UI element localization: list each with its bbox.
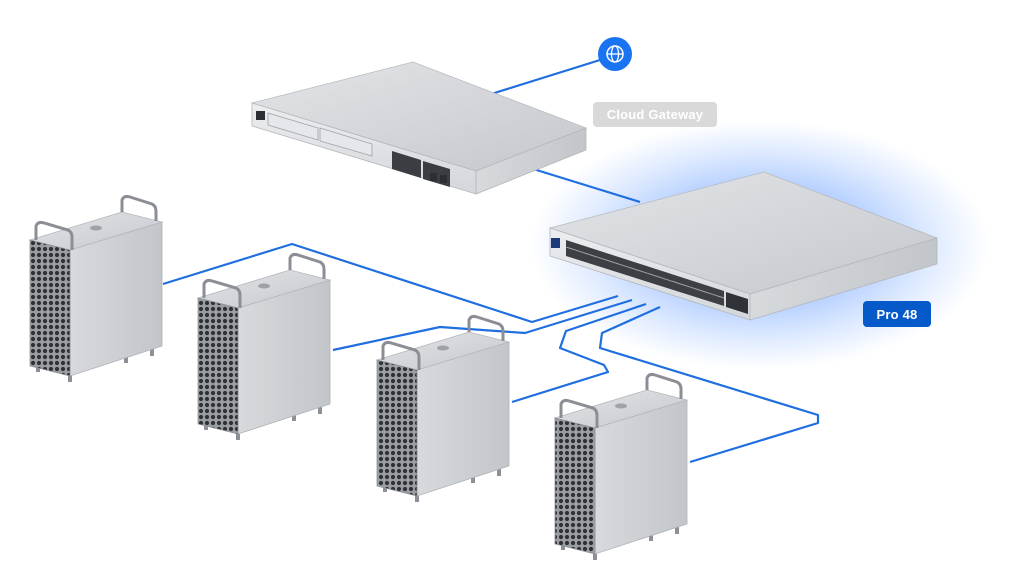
link-gateway-internet — [488, 60, 600, 95]
mac-pro-server-1 — [30, 196, 162, 382]
cloud-gateway-device — [252, 62, 586, 194]
pro-48-label: Pro 48 — [863, 301, 931, 327]
globe-icon — [598, 37, 632, 71]
mac-pro-server-4 — [555, 374, 687, 560]
mac-pro-server-3 — [377, 316, 509, 502]
mac-pro-server-2 — [198, 254, 330, 440]
cloud-gateway-label: Cloud Gateway — [593, 102, 717, 127]
